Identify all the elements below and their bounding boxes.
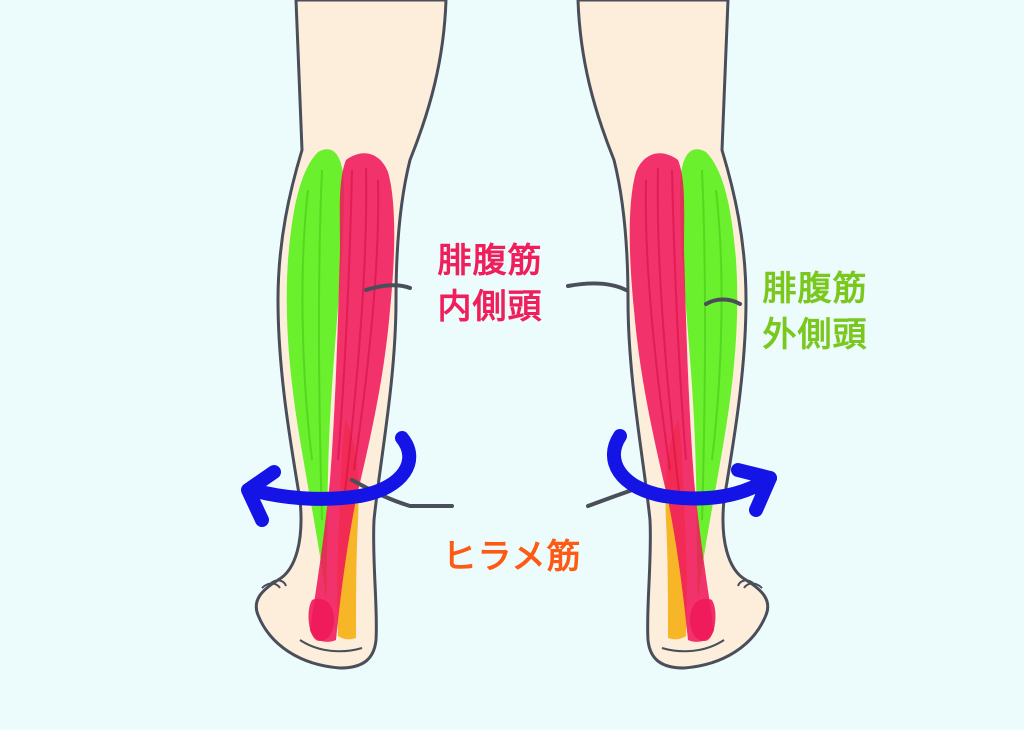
leader-line-medial-right <box>566 281 628 292</box>
label-medial-line2: 内側頭 <box>437 287 543 327</box>
label-lateral-line2: 外側頭 <box>762 315 868 355</box>
label-gastrocnemius-lateral-head: 腓腹筋 外側頭 <box>750 266 880 358</box>
label-soleus: ヒラメ筋 <box>432 534 592 580</box>
leader-lines <box>350 281 742 508</box>
leader-line-lateral-right <box>704 297 742 306</box>
right-leg <box>576 0 770 670</box>
left-leg <box>254 0 448 670</box>
arrow-curved-left-icon <box>241 431 417 527</box>
label-soleus-text: ヒラメ筋 <box>442 537 582 577</box>
label-gastrocnemius-medial-head: 腓腹筋 内側頭 <box>425 238 555 330</box>
label-medial-line1: 腓腹筋 <box>437 241 543 281</box>
arrow-curved-right-icon <box>606 429 777 517</box>
leader-line-medial-left <box>364 283 412 292</box>
label-lateral-line1: 腓腹筋 <box>762 269 868 309</box>
leader-line-soleus-left <box>350 478 454 508</box>
